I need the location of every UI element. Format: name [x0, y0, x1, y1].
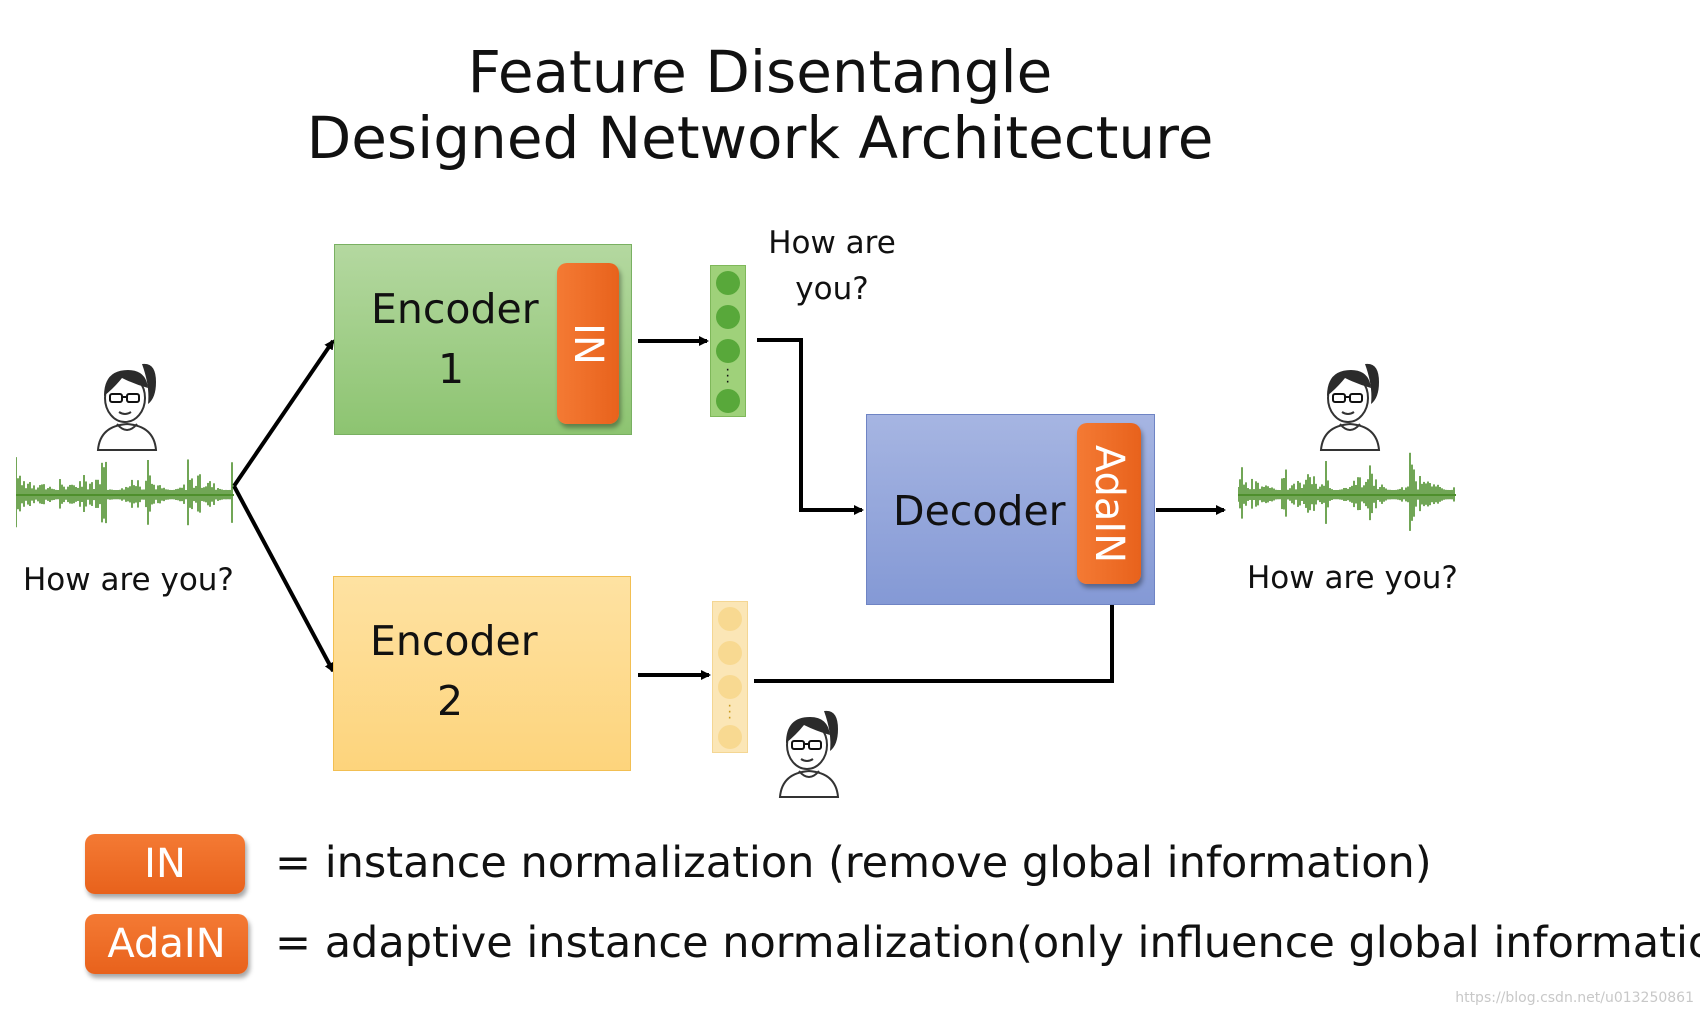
speaker-person-icon — [778, 710, 840, 798]
encoder-2-label: Encoder 2 — [370, 617, 538, 725]
adain-badge: AdaIN — [1077, 423, 1141, 584]
input-person-icon — [96, 363, 158, 451]
speaker-vector-ellipsis: ··· — [727, 697, 733, 726]
speaker-vector-dot — [718, 725, 742, 749]
decoder-label: Decoder — [893, 487, 1066, 535]
output-person-icon — [1319, 363, 1381, 451]
content-vector-dot — [716, 305, 740, 329]
title-line-2: Designed Network Architecture — [306, 104, 1214, 172]
content-vector-dot — [716, 339, 740, 363]
output-waveform-icon — [1238, 452, 1456, 531]
content-vector: ··· — [710, 265, 746, 417]
content-caption: How are you? — [768, 225, 896, 307]
input-waveform-icon — [16, 457, 234, 528]
content-vector-ellipsis: ··· — [725, 361, 731, 390]
output-caption: How are you? — [1247, 560, 1458, 596]
encoder-1-block: Encoder 1 IN — [334, 244, 632, 435]
content-vector-dot — [716, 271, 740, 295]
encoder-2-block: Encoder 2 — [333, 576, 631, 771]
watermark: https://blog.csdn.net/u013250861 — [1455, 990, 1694, 1006]
speaker-vector: ··· — [712, 601, 748, 753]
legend-in-badge: IN — [85, 834, 245, 894]
arrow-speaker-to-adain — [754, 589, 1117, 683]
speaker-vector-dot — [718, 675, 742, 699]
speaker-vector-dot — [718, 607, 742, 631]
decoder-block: Decoder AdaIN — [866, 414, 1155, 605]
in-badge: IN — [557, 263, 619, 424]
in-badge-label: IN — [565, 322, 611, 365]
arrow-to-encoder1 — [232, 339, 335, 488]
adain-badge-label: AdaIN — [1086, 444, 1132, 563]
speaker-vector-dot — [718, 641, 742, 665]
legend-in-text: = instance normalization (remove global … — [275, 838, 1432, 888]
arrow-content-to-decoder — [757, 338, 864, 515]
arrow-to-encoder2 — [232, 485, 335, 673]
legend-adain-text: = adaptive instance normalization(only i… — [275, 918, 1700, 968]
title-line-1: Feature Disentangle — [467, 38, 1053, 106]
input-caption: How are you? — [23, 562, 234, 598]
content-vector-dot — [716, 389, 740, 413]
legend-adain-badge: AdaIN — [85, 914, 248, 974]
encoder-1-label: Encoder 1 — [371, 285, 539, 393]
